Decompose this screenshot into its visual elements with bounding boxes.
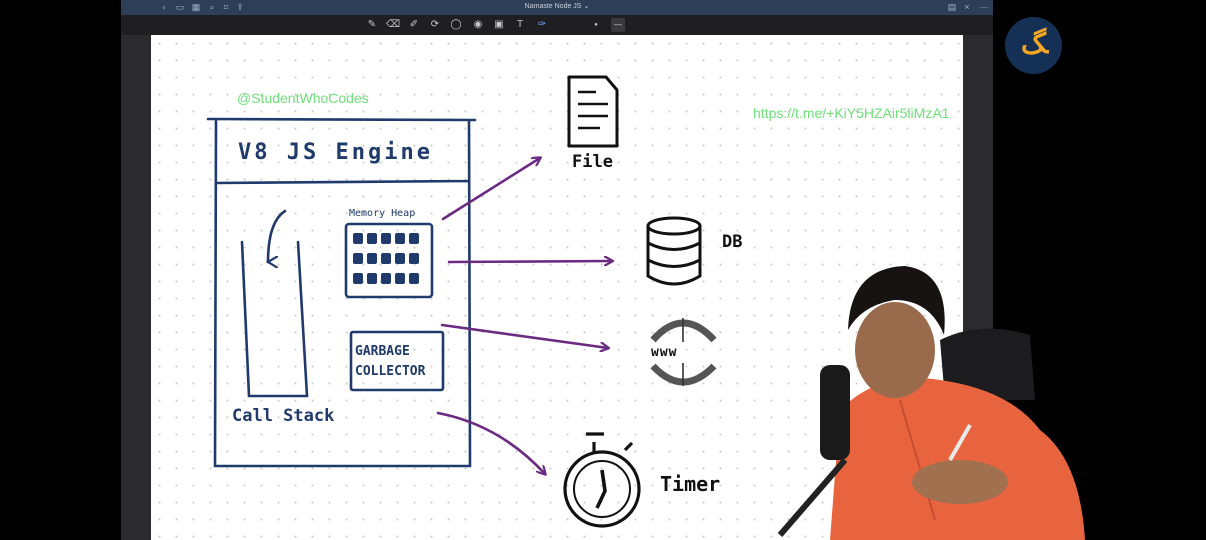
grid-icon[interactable]: ▦ <box>191 2 201 12</box>
call-stack-shape <box>240 240 309 398</box>
back-icon[interactable]: ‹ <box>162 2 166 12</box>
link-watermark: https://t.me/+KiY5HZAir5liMzA1 <box>753 105 950 121</box>
document-title-text: Namaste Node JS <box>524 3 582 10</box>
microphone <box>820 365 850 460</box>
www-label: www <box>651 345 678 360</box>
text-icon[interactable]: T <box>516 19 524 30</box>
highlighter-icon[interactable]: ✐ <box>409 19 419 30</box>
arrow-to-db <box>447 261 612 262</box>
arrow-to-timer <box>436 411 545 474</box>
heap-cells <box>353 233 419 284</box>
engine-title: V8 JS Engine <box>238 140 433 165</box>
globe-icon <box>650 318 717 386</box>
stroke-width-icon[interactable]: — <box>611 18 625 32</box>
memory-heap-label: Memory Heap <box>349 208 416 219</box>
more-icon[interactable]: ⋯ <box>979 2 989 12</box>
presenter-hair <box>848 266 945 335</box>
title-bar: ‹ ▭ ▦ ⌕ ⌗ ⇪ Namaste Node JS ⌄ ▤ × ⋯ <box>121 0 993 15</box>
garbage-collector-label: GARBAGE COLLECTOR <box>355 342 425 382</box>
logo-glyph-icon: ﮓ <box>1020 28 1047 59</box>
eraser-icon[interactable]: ⌫ <box>386 19 401 30</box>
presenter-head <box>855 302 935 398</box>
document-title: Namaste Node JS ⌄ <box>121 2 993 12</box>
file-icon <box>567 75 619 148</box>
arrow-to-www <box>440 323 608 348</box>
memory-heap-box <box>344 222 434 299</box>
database-icon <box>646 216 702 286</box>
pen-icon[interactable]: ✎ <box>367 19 377 30</box>
file-label: File <box>572 152 613 172</box>
call-stack-label: Call Stack <box>232 406 335 426</box>
handle-watermark: @StudentWhoCodes <box>237 90 369 106</box>
push-arrow <box>268 209 287 262</box>
eyedropper-icon[interactable]: ✑ <box>537 19 547 30</box>
presenter-hands <box>912 460 1008 504</box>
mic-stand <box>777 458 848 537</box>
db-label: DB <box>722 232 743 252</box>
tool-bar: ✎ ⌫ ✐ ⟳ ◯ ◉ ▣ T ✑ ● — <box>121 15 993 35</box>
timer-label: Timer <box>660 472 721 496</box>
presenter-body <box>830 378 1085 540</box>
color-dot-icon[interactable]: ● <box>594 22 598 28</box>
timer-icon <box>563 432 641 528</box>
gc-line-2: COLLECTOR <box>355 364 426 379</box>
stylus <box>948 424 972 461</box>
laser-icon[interactable]: ◉ <box>473 19 483 30</box>
page-icon[interactable]: ▤ <box>947 2 957 12</box>
shape-icon[interactable]: ◯ <box>450 19 462 30</box>
sidebar-icon[interactable]: ▭ <box>175 2 185 12</box>
gc-line-1: GARBAGE <box>355 344 410 359</box>
chair <box>940 328 1035 400</box>
engine-box <box>206 117 477 468</box>
arrow-to-file <box>441 158 540 221</box>
search-icon[interactable]: ⌕ <box>209 2 215 12</box>
image-icon[interactable]: ▣ <box>494 19 504 30</box>
bookmark-icon[interactable]: ⌗ <box>223 2 229 12</box>
lasso-icon[interactable]: ⟳ <box>430 19 440 30</box>
share-icon[interactable]: ⇪ <box>236 2 244 12</box>
garbage-collector-box <box>349 330 445 392</box>
channel-logo: ﮓ <box>1005 17 1062 74</box>
close-icon[interactable]: × <box>964 2 970 12</box>
title-chevron-icon[interactable]: ⌄ <box>583 3 590 10</box>
